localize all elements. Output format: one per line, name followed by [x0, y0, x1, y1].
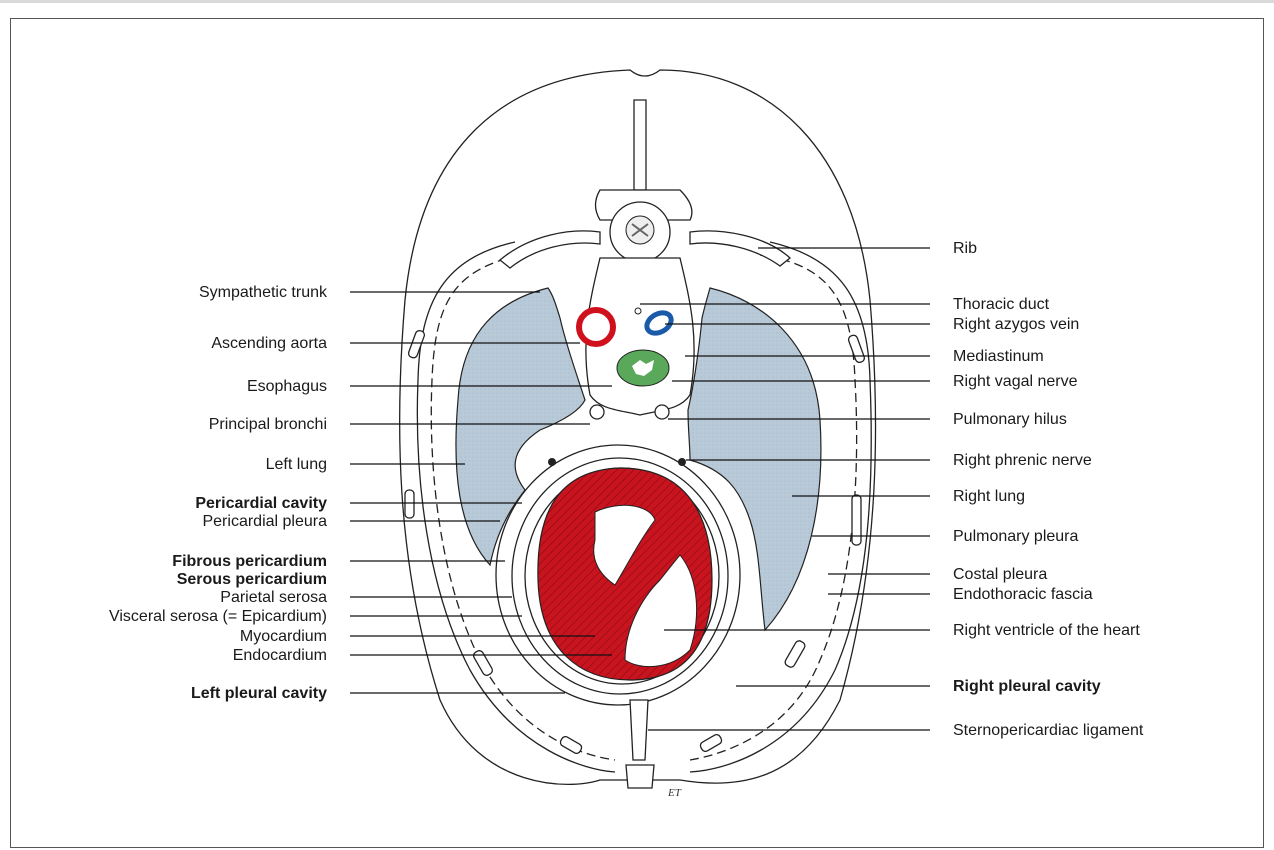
sternum — [626, 765, 654, 788]
label-sternopericardiac-ligament: Sternopericardiac ligament — [953, 722, 1144, 739]
label-left-lung: Left lung — [266, 456, 327, 473]
left-phrenic-nerve — [548, 458, 556, 466]
label-esophagus: Esophagus — [247, 378, 327, 395]
rib-section-4 — [559, 735, 583, 755]
ascending-aorta-shape — [579, 310, 613, 344]
label-costal-pleura: Costal pleura — [953, 566, 1047, 583]
label-pulmonary-hilus: Pulmonary hilus — [953, 411, 1067, 428]
label-principal-bronchi: Principal bronchi — [209, 416, 327, 433]
label-serous-pericardium: Serous pericardium — [177, 571, 327, 588]
label-fibrous-pericardium: Fibrous pericardium — [172, 553, 327, 570]
label-right-ventricle: Right ventricle of the heart — [953, 622, 1140, 639]
label-pericardial-pleura: Pericardial pleura — [202, 513, 327, 530]
label-right-phrenic-nerve: Right phrenic nerve — [953, 452, 1092, 469]
thoracic-duct-shape — [635, 308, 641, 314]
labels-right: Rib Thoracic duct Right azygos vein Medi… — [953, 240, 1144, 739]
label-thoracic-duct: Thoracic duct — [953, 296, 1050, 313]
label-visceral-serosa: Visceral serosa (= Epicardium) — [109, 608, 327, 625]
sternopericardiac-ligament-shape — [630, 700, 648, 760]
right-phrenic-nerve-dot — [678, 458, 686, 466]
label-pulmonary-pleura: Pulmonary pleura — [953, 528, 1079, 545]
rib-section-6 — [852, 495, 861, 545]
label-ascending-aorta: Ascending aorta — [211, 335, 327, 352]
label-myocardium: Myocardium — [240, 628, 327, 645]
label-right-pleural-cavity: Right pleural cavity — [953, 678, 1101, 695]
label-right-lung: Right lung — [953, 488, 1025, 505]
label-endocardium: Endocardium — [233, 647, 327, 664]
spinous-process — [634, 100, 646, 190]
rib-section-1 — [407, 329, 425, 358]
rib-section-8 — [699, 733, 723, 753]
right-bronchus — [655, 405, 669, 419]
label-endothoracic-fascia: Endothoracic fascia — [953, 586, 1093, 603]
label-right-vagal-nerve: Right vagal nerve — [953, 373, 1078, 390]
rib-section-2 — [405, 490, 414, 518]
rib-section-7 — [784, 639, 807, 668]
label-left-pleural-cavity: Left pleural cavity — [191, 685, 327, 702]
label-rib: Rib — [953, 240, 977, 257]
label-parietal-serosa: Parietal serosa — [220, 589, 327, 606]
labels-left: Sympathetic trunk Ascending aorta Esopha… — [109, 284, 328, 702]
rib-left — [500, 231, 600, 268]
label-right-azygos-vein: Right azygos vein — [953, 316, 1079, 333]
label-sympathetic-trunk: Sympathetic trunk — [199, 284, 328, 301]
artist-signature: ET — [667, 787, 682, 799]
label-mediastinum: Mediastinum — [953, 348, 1044, 365]
label-pericardial-cavity: Pericardial cavity — [195, 495, 327, 512]
rib-section-3 — [472, 649, 494, 677]
left-bronchus — [590, 405, 604, 419]
rib-section-5 — [847, 334, 865, 363]
